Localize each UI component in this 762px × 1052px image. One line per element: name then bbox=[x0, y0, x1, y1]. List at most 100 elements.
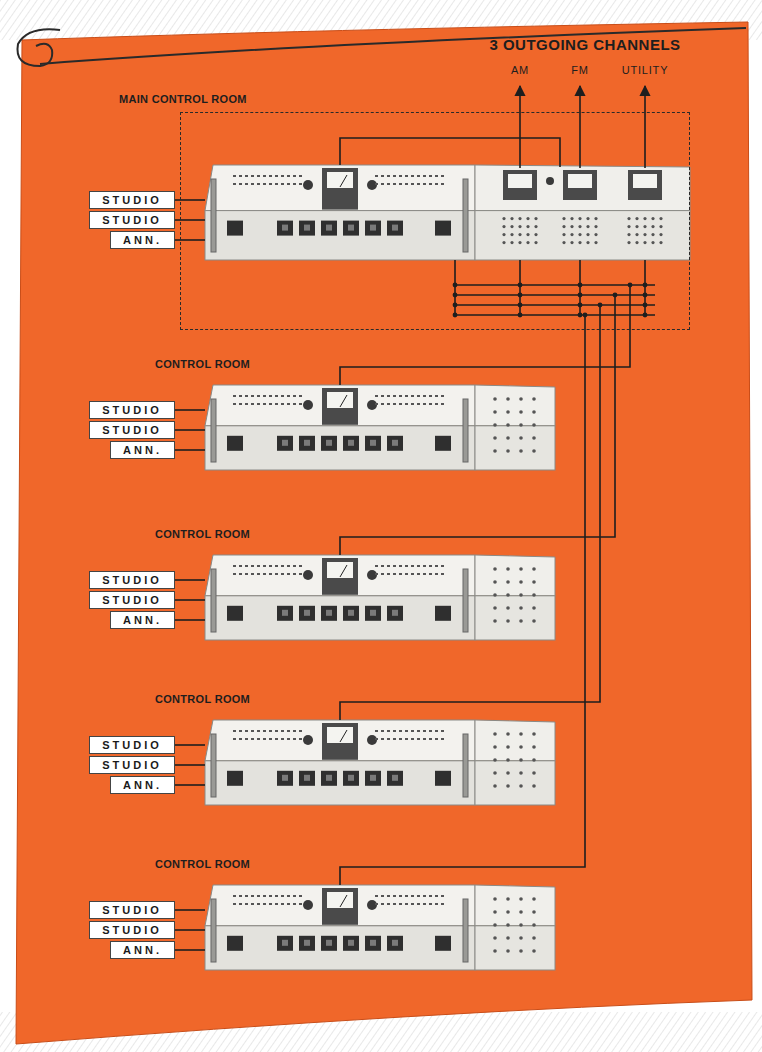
key-switch bbox=[381, 895, 384, 897]
studio-feed-line bbox=[175, 409, 205, 411]
key-switch bbox=[251, 895, 254, 897]
fader-knob-centre bbox=[348, 225, 354, 231]
key-switch bbox=[281, 395, 284, 397]
patch-jack bbox=[532, 593, 536, 597]
key-switch bbox=[293, 183, 296, 185]
key-switch bbox=[393, 565, 396, 567]
studio-label-box: STUDIO bbox=[89, 401, 175, 419]
side-handle bbox=[211, 734, 216, 797]
key-switch bbox=[417, 573, 420, 575]
key-switch bbox=[263, 395, 266, 397]
fader-knob bbox=[321, 771, 337, 786]
vu-needle bbox=[340, 395, 347, 407]
key-switch bbox=[417, 395, 420, 397]
patch-jack bbox=[635, 233, 638, 236]
channel-meter bbox=[563, 170, 597, 200]
key-switch bbox=[423, 895, 426, 897]
key-switch bbox=[287, 183, 290, 185]
key-switch bbox=[257, 183, 260, 185]
patch-jack bbox=[635, 217, 638, 220]
patch-jack bbox=[586, 225, 589, 228]
key-switch bbox=[435, 175, 438, 177]
patch-jack bbox=[562, 225, 565, 228]
fader-knob bbox=[321, 221, 337, 236]
vu-needle bbox=[340, 565, 347, 577]
key-switch bbox=[423, 738, 426, 740]
fader-knob bbox=[387, 606, 403, 621]
key-switch bbox=[233, 565, 236, 567]
patch-jack bbox=[510, 241, 513, 244]
studio-label-box: ANN. bbox=[110, 441, 175, 459]
source-label: STUDIO bbox=[102, 404, 162, 416]
patch-jack bbox=[518, 241, 521, 244]
key-switch bbox=[381, 903, 384, 905]
fader-knob-centre bbox=[326, 440, 332, 446]
vu-meter bbox=[322, 388, 358, 425]
fader-knob-centre bbox=[370, 440, 376, 446]
fader-knob-centre bbox=[370, 940, 376, 946]
patch-jack bbox=[493, 784, 497, 788]
patch-jack bbox=[532, 732, 536, 736]
key-switch bbox=[281, 573, 284, 575]
fader-knob bbox=[343, 936, 359, 951]
fader-knob bbox=[299, 771, 315, 786]
key-switch bbox=[245, 895, 248, 897]
patch-jack bbox=[659, 225, 662, 228]
bus-riser bbox=[629, 285, 631, 330]
key-switch bbox=[263, 175, 266, 177]
source-label: ANN. bbox=[123, 944, 162, 956]
patch-jack bbox=[532, 784, 536, 788]
key-switch bbox=[239, 573, 242, 575]
side-handle bbox=[463, 569, 468, 632]
fader-knob-centre bbox=[326, 610, 332, 616]
key-switch bbox=[405, 903, 408, 905]
key-switch bbox=[435, 395, 438, 397]
bus-line bbox=[455, 284, 655, 286]
key-switch bbox=[393, 175, 396, 177]
studio-label-box: STUDIO bbox=[89, 211, 175, 229]
patch-jack bbox=[532, 897, 536, 901]
patch-jack bbox=[502, 241, 505, 244]
key-switch bbox=[257, 730, 260, 732]
key-switch bbox=[299, 903, 302, 905]
channel-name: AM bbox=[511, 64, 529, 76]
fader-knob bbox=[227, 436, 243, 451]
patch-jack bbox=[570, 225, 573, 228]
patch-jack bbox=[594, 217, 597, 220]
key-switch bbox=[293, 895, 296, 897]
source-label: ANN. bbox=[123, 779, 162, 791]
vu-needle bbox=[340, 730, 347, 742]
patch-jack bbox=[643, 241, 646, 244]
patch-jack bbox=[651, 217, 654, 220]
studio-label-box: STUDIO bbox=[89, 921, 175, 939]
key-switch bbox=[405, 403, 408, 405]
side-handle bbox=[211, 399, 216, 462]
key-switch bbox=[441, 395, 444, 397]
patch-jack bbox=[519, 745, 523, 749]
key-switch bbox=[299, 730, 302, 732]
key-switch bbox=[399, 183, 402, 185]
console-top bbox=[205, 885, 475, 926]
side-handle bbox=[211, 899, 216, 962]
key-switch bbox=[275, 395, 278, 397]
key-switch bbox=[275, 565, 278, 567]
key-switch bbox=[441, 730, 444, 732]
source-label: STUDIO bbox=[102, 424, 162, 436]
patch-jack bbox=[635, 225, 638, 228]
patch-jack bbox=[519, 410, 523, 414]
studio-label-box: STUDIO bbox=[89, 756, 175, 774]
key-switch bbox=[251, 903, 254, 905]
bus-wiring bbox=[180, 86, 655, 330]
key-switch bbox=[387, 895, 390, 897]
key-switch bbox=[287, 403, 290, 405]
key-switch bbox=[411, 738, 414, 740]
key-switch bbox=[411, 573, 414, 575]
junction-dot bbox=[578, 313, 583, 318]
patch-jack bbox=[518, 217, 521, 220]
studio-feed-line bbox=[175, 449, 205, 451]
key-switch bbox=[239, 175, 242, 177]
patch-jack bbox=[506, 771, 510, 775]
patch-jack bbox=[510, 225, 513, 228]
fader-knob-centre bbox=[392, 775, 398, 781]
